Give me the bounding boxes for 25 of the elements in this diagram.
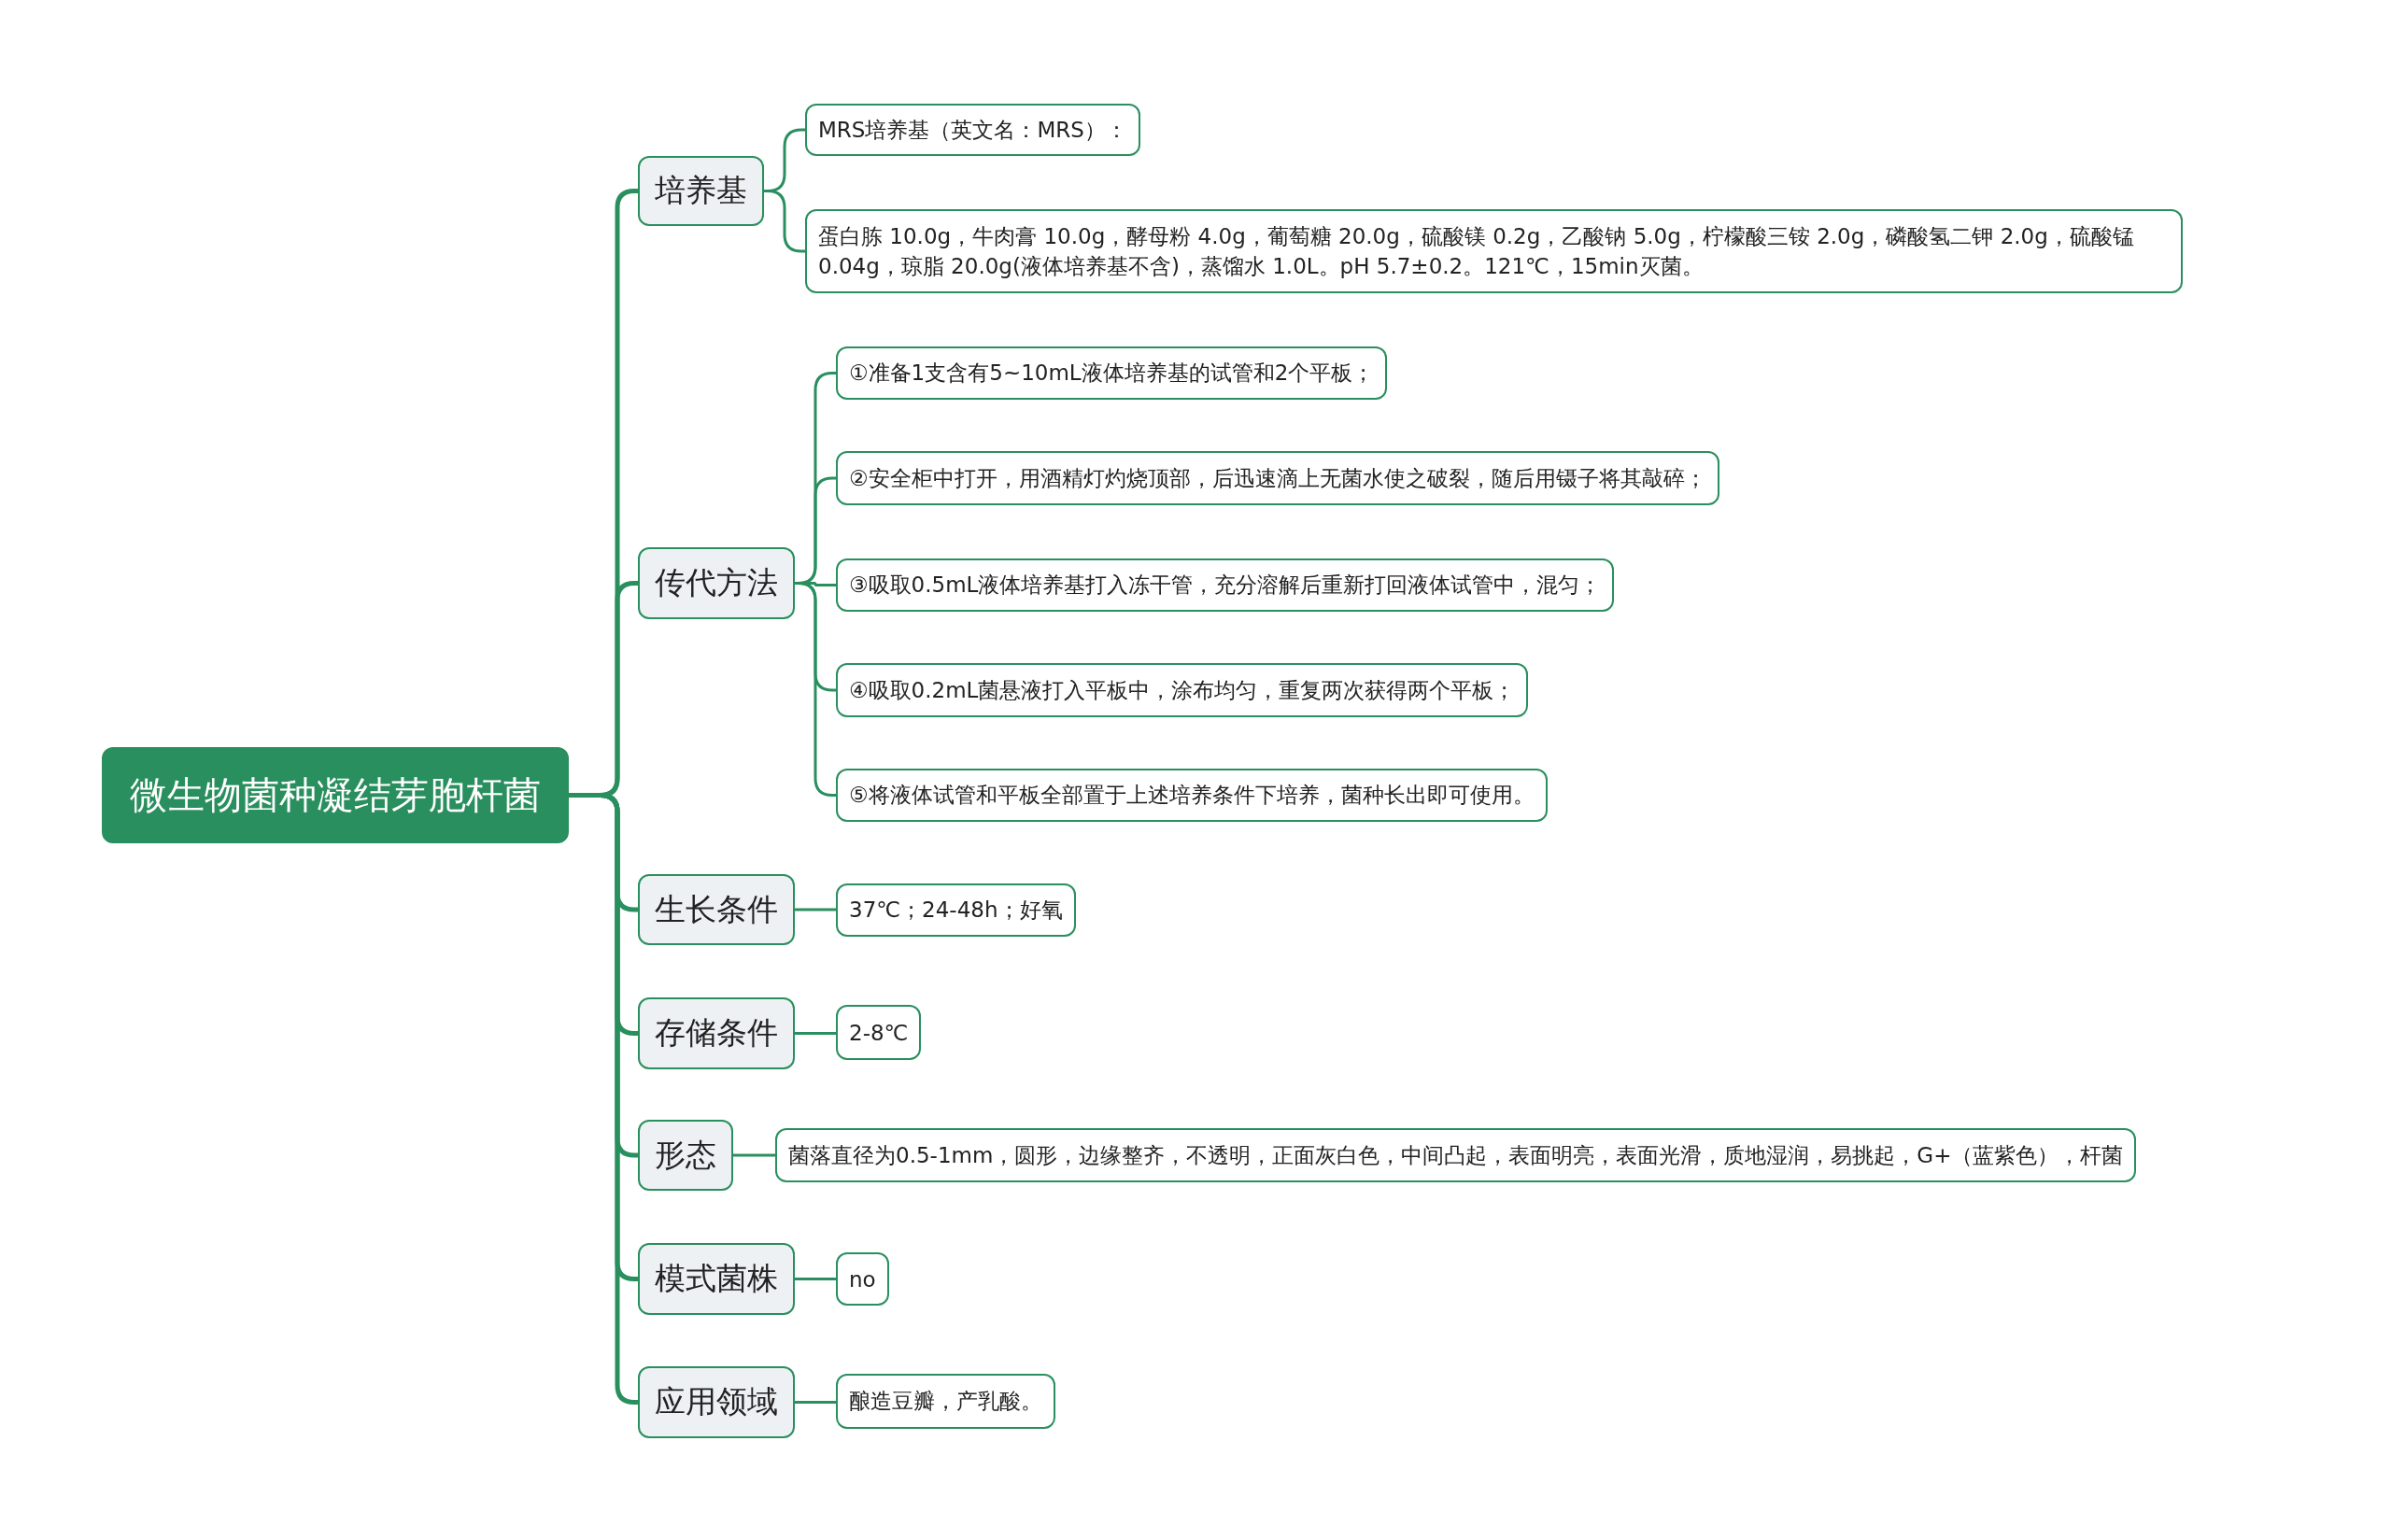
note-box: 菌落直径为0.5-1mm，圆形，边缘整齐，不透明，正面灰白色，中间凸起，表面明亮，表面光滑，质地湿润，易挑起，G+（蓝紫色），杆菌	[775, 1128, 2137, 1182]
topic-box: 培养基	[638, 156, 764, 226]
root-topic-box: 微生物菌种凝结芽胞杆菌	[102, 747, 569, 843]
connector-line	[733, 1153, 775, 1157]
connector-line	[795, 1401, 836, 1404]
note-box: 37℃；24-48h；好氧	[836, 883, 1076, 937]
note-box: ⑤将液体试管和平板全部置于上述培养条件下培养，菌种长出即可使用。	[836, 769, 1548, 822]
topic-box: 形态	[638, 1120, 733, 1191]
topic-box: 生长条件	[638, 874, 795, 945]
note-box: ②安全柜中打开，用酒精灯灼烧顶部，后迅速滴上无菌水使之破裂，随后用镊子将其敲碎；	[836, 451, 1719, 505]
note-box: ①准备1支含有5~10mL液体培养基的试管和2个平板；	[836, 346, 1388, 400]
note-box: 2-8℃	[836, 1005, 922, 1060]
note-box: 蛋白胨 10.0g，牛肉膏 10.0g，酵母粉 4.0g，葡萄糖 20.0g，硫酸镁 0.2g，乙酸钠 5.0g，柠檬酸三铵 2.0g，磷酸氢二钾 2.0g，硫酸锰 0.04g，琼脂 20.0g(液体培养基不含)，蒸馏水 1.0L。pH 5.7±0.2。121℃，15min灭菌。	[805, 209, 2183, 293]
topic-box: 应用领域	[638, 1366, 795, 1438]
topic-box: 存储条件	[638, 997, 795, 1069]
connector-line	[795, 908, 836, 911]
note-box: MRS培养基（英文名：MRS）：	[805, 104, 1140, 156]
topic-box: 传代方法	[638, 547, 795, 619]
note-box: no	[836, 1252, 889, 1306]
note-box: ④吸取0.2mL菌悬液打入平板中，涂布均匀，重复两次获得两个平板；	[836, 663, 1529, 717]
connector-line	[795, 1278, 836, 1280]
note-box: 酿造豆瓣，产乳酸。	[836, 1374, 1055, 1429]
note-box: ③吸取0.5mL液体培养基打入冻干管，充分溶解后重新打回液体试管中，混匀；	[836, 558, 1615, 612]
connector-line	[795, 1032, 836, 1035]
topic-box: 模式菌株	[638, 1243, 795, 1315]
